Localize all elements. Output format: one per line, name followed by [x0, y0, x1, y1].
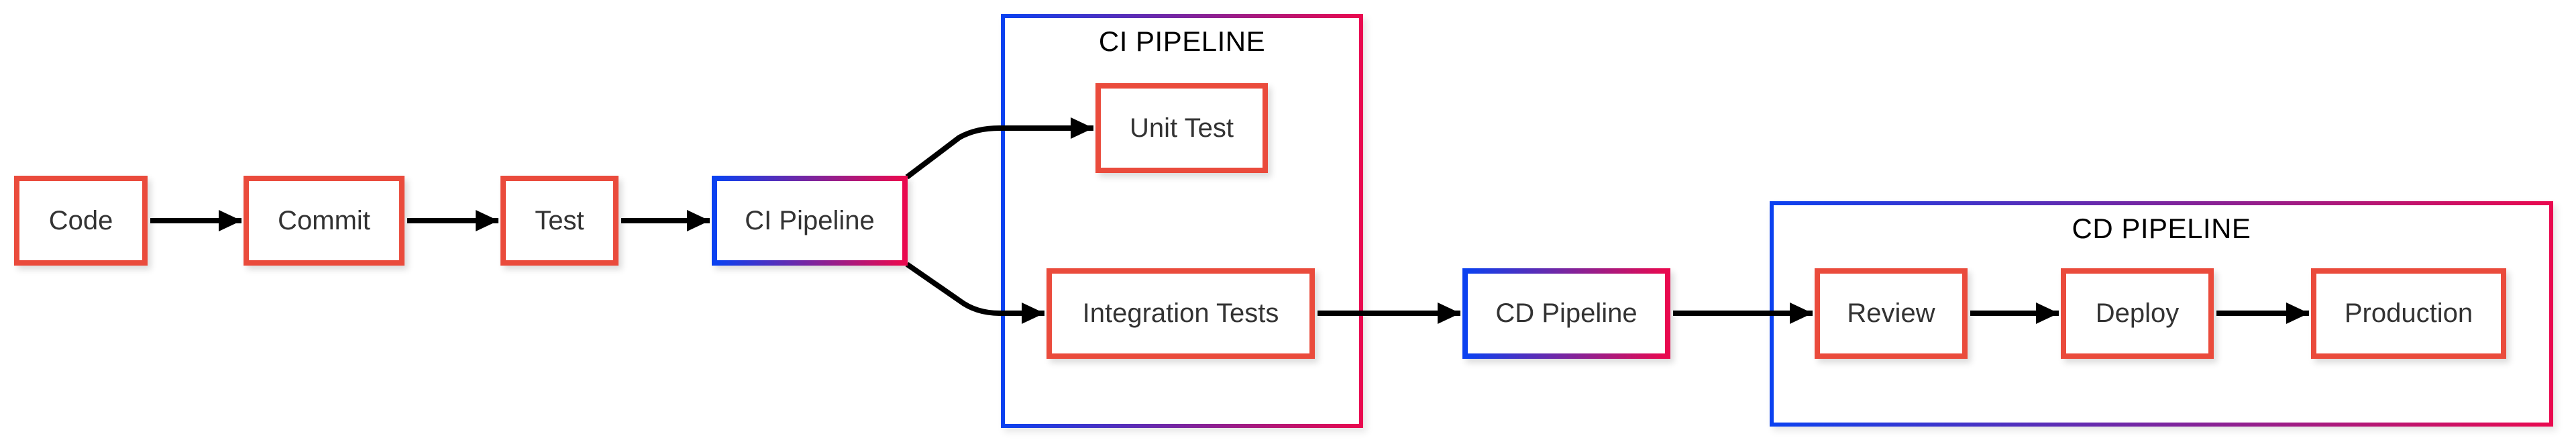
ci-pipeline-container-title: CI PIPELINE	[1098, 25, 1266, 57]
edge-ci-pipeline-integration-tests	[905, 262, 1044, 324]
node-ci-pipeline-label: CI Pipeline	[745, 205, 875, 235]
node-review: Review	[1815, 268, 1968, 359]
node-integration-tests: Integration Tests	[1046, 268, 1315, 359]
node-cd-pipeline-label: CD Pipeline	[1495, 298, 1638, 328]
node-unit-test: Unit Test	[1095, 83, 1268, 173]
node-production-label: Production	[2344, 298, 2473, 328]
node-production: Production	[2311, 268, 2506, 359]
node-commit-label: Commit	[278, 205, 370, 235]
node-deploy-label: Deploy	[2095, 298, 2180, 328]
node-integration-tests-label: Integration Tests	[1082, 298, 1279, 328]
node-cd-pipeline: CD Pipeline	[1462, 268, 1670, 359]
node-code: Code	[14, 176, 148, 266]
node-code-label: Code	[48, 205, 113, 235]
node-deploy: Deploy	[2061, 268, 2214, 359]
node-test-label: Test	[535, 205, 584, 235]
cd-pipeline-container-title: CD PIPELINE	[2072, 213, 2251, 244]
edge-ci-pipeline-unit-test	[905, 117, 1093, 180]
node-unit-test-label: Unit Test	[1130, 113, 1234, 143]
node-review-label: Review	[1847, 298, 1935, 328]
node-test: Test	[500, 176, 619, 266]
node-ci-pipeline: CI Pipeline	[712, 176, 908, 266]
node-commit: Commit	[244, 176, 405, 266]
ci-pipeline-container: CI PIPELINE	[1001, 14, 1363, 428]
